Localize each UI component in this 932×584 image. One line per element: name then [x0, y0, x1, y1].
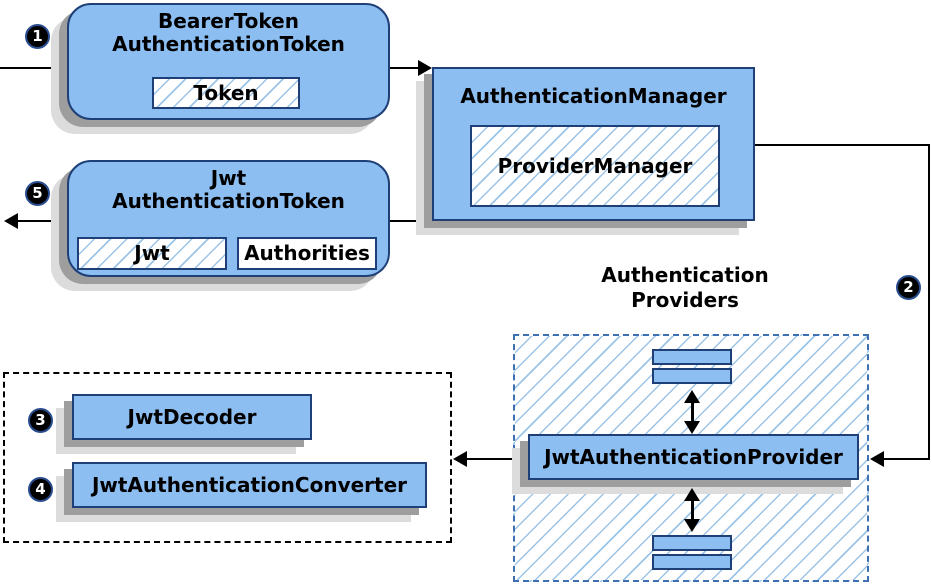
arrowhead-left-into-decoder-group-icon — [453, 451, 467, 467]
step-1-badge: 1 — [25, 24, 50, 49]
provider-stack-rect-1 — [652, 349, 732, 365]
authentication-manager-title: AuthenticationManager — [460, 84, 727, 108]
jwt-token-title-line1: Jwt — [210, 166, 247, 190]
arrowhead-down-icon — [684, 421, 700, 434]
authentication-manager-box: AuthenticationManager ProviderManager — [432, 67, 755, 221]
bearer-token-title-line2: AuthenticationToken — [112, 32, 345, 56]
jwt-authentication-converter-box: JwtAuthenticationConverter — [72, 462, 427, 508]
jwt-authentication-token-box: Jwt AuthenticationToken Jwt Authorities — [67, 160, 390, 277]
connector-bearer-to-manager — [390, 67, 420, 69]
provider-stack-rect-2 — [652, 368, 732, 384]
bearer-token-authentication-token-box: BearerToken AuthenticationToken Token — [67, 3, 390, 120]
connector-manager-out-horizontal — [755, 144, 930, 146]
arrowhead-up-icon — [684, 390, 700, 403]
step-3-badge: 3 — [28, 408, 53, 433]
jwt-authentication-provider-box: JwtAuthenticationProvider — [528, 434, 859, 480]
step-4-badge: 4 — [28, 477, 53, 502]
step-5-badge: 5 — [25, 181, 50, 206]
arrowhead-left-into-provider-icon — [870, 451, 884, 467]
jwt-field: Jwt — [77, 237, 227, 270]
double-arrow-bottom-icon — [684, 488, 700, 532]
connector-response-out — [15, 220, 67, 222]
double-arrow-top-icon — [684, 390, 700, 434]
arrowhead-right-icon — [418, 60, 432, 76]
jwt-decoder-box: JwtDecoder — [72, 394, 312, 440]
token-field: Token — [152, 77, 300, 109]
connector-manager-to-jwt-token — [390, 220, 433, 222]
arrowhead-down-icon — [684, 519, 700, 532]
provider-stack-rect-3 — [652, 535, 732, 551]
authentication-providers-label: Authentication Providers — [601, 263, 769, 312]
provider-manager-chip: ProviderManager — [470, 125, 720, 207]
connector-manager-out-vertical — [928, 144, 930, 460]
authorities-field: Authorities — [237, 237, 377, 270]
step-2-badge: 2 — [896, 275, 921, 300]
arrowhead-up-icon — [684, 488, 700, 501]
provider-stack-rect-4 — [652, 554, 732, 570]
connector-into-provider — [882, 458, 928, 460]
jwt-token-title-line2: AuthenticationToken — [112, 189, 345, 213]
connector-request-in — [0, 67, 67, 69]
arrowhead-left-response-icon — [4, 213, 18, 229]
connector-provider-to-decoder-group — [465, 458, 528, 460]
bearer-token-title-line1: BearerToken — [158, 9, 299, 33]
